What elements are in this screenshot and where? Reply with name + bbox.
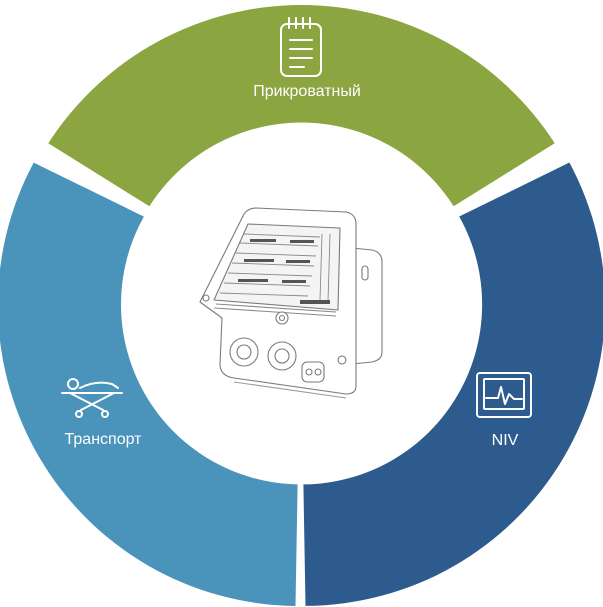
ventilator-device-illustration <box>199 207 383 399</box>
segment-bedside[interactable] <box>48 5 555 207</box>
segment-niv-label: NIV <box>492 432 519 449</box>
stretcher-icon <box>61 378 123 418</box>
clipboard-icon <box>280 17 322 77</box>
monitor-waveform-icon <box>476 372 532 418</box>
segment-transport-label: Транспорт <box>65 431 143 448</box>
segment-niv[interactable] <box>303 162 603 606</box>
segment-transport[interactable] <box>0 162 298 606</box>
segment-bedside-label: Прикроватный <box>253 83 361 100</box>
